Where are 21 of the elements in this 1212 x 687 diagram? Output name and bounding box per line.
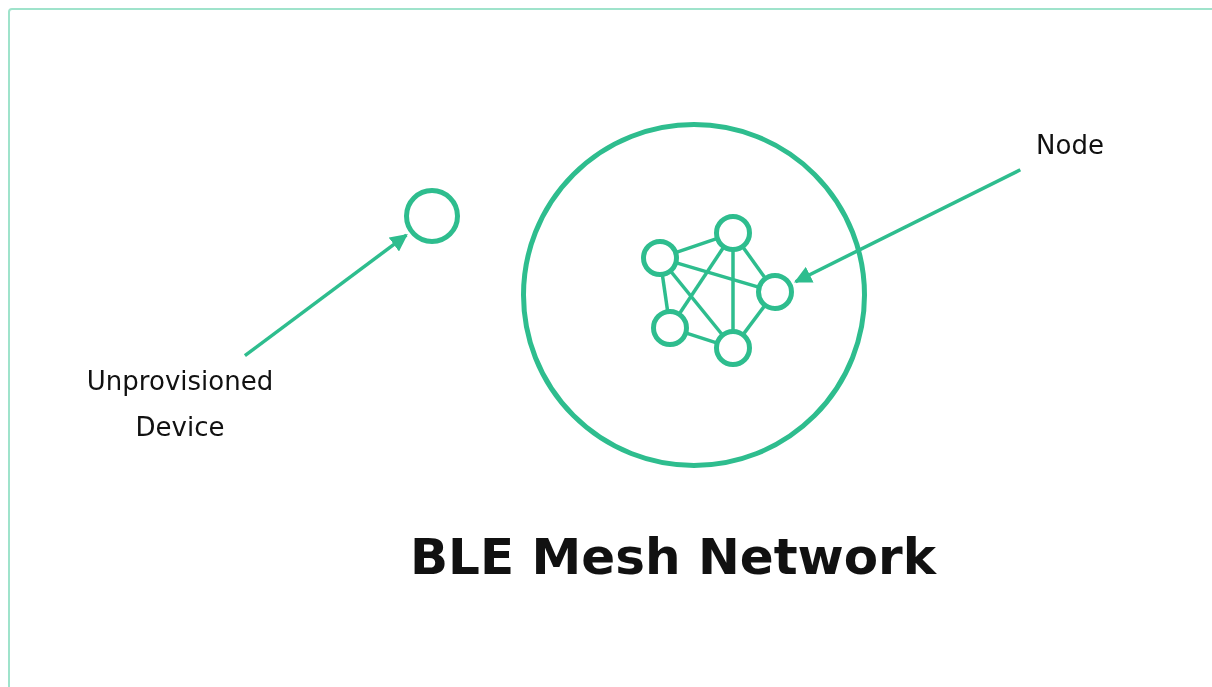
circle-node [714,214,752,252]
connection-line [742,305,766,335]
circle-node [714,329,752,367]
connection-line [678,247,725,314]
connection-line [676,237,717,254]
connection-line [676,261,759,289]
callout-label: Unprovisioned Device [55,358,305,450]
leader-arrow [243,233,408,357]
callout-label: Node [1020,122,1120,168]
diagram-title: BLE Mesh Network [408,528,938,586]
circle-node [641,239,679,277]
connection-line [741,246,767,279]
connection-line [686,331,717,345]
circle-node [521,122,867,468]
circle-node [404,188,460,244]
connection-line [669,270,724,336]
circle-node [651,309,689,347]
connection-line [731,251,735,330]
connection-line [660,275,670,311]
circle-node [756,273,794,311]
leader-arrow [794,168,1022,284]
